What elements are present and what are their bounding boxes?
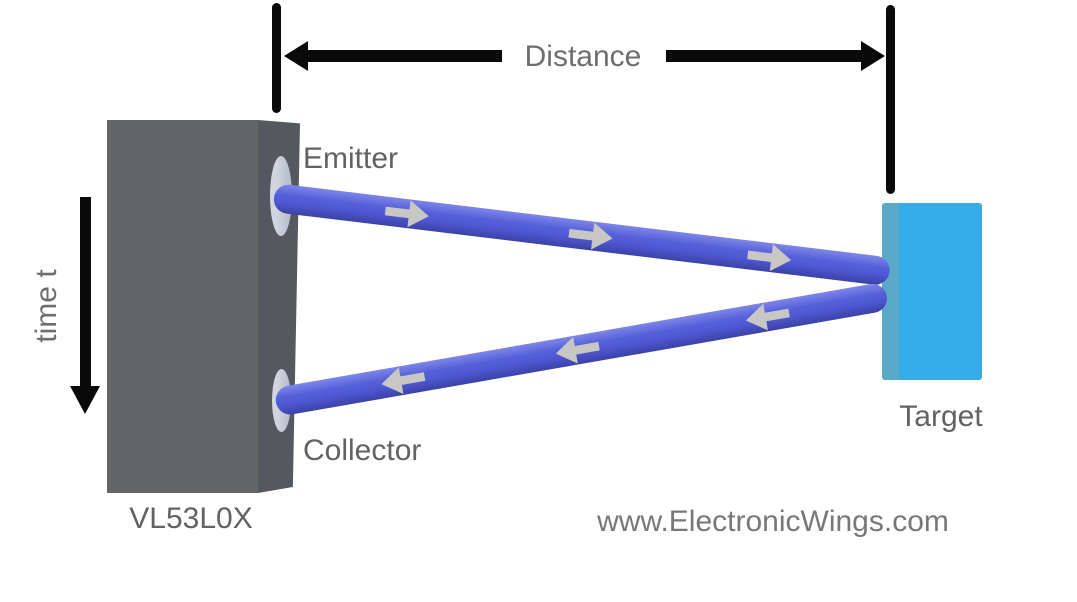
watermark-text: www.ElectronicWings.com: [597, 505, 949, 538]
distance-arrow-shaft-right: [666, 50, 861, 62]
target-edge: [882, 203, 899, 380]
emitter-label: Emitter: [303, 142, 399, 175]
distance-label: Distance: [524, 40, 642, 73]
beam-arrow-right-icon: [384, 198, 431, 230]
reflected-beam: [273, 281, 890, 417]
emitted-beam: [272, 183, 892, 287]
time-arrowhead-down-icon: [70, 386, 100, 414]
beam-arrow-left-icon: [553, 333, 601, 367]
target-block: [899, 203, 982, 380]
distance-arrow-shaft-left: [307, 50, 502, 62]
distance-arrowhead-right-icon: [861, 41, 885, 71]
beam-arrow-left-icon: [744, 300, 792, 334]
distance-tick-left: [272, 3, 281, 113]
distance-arrowhead-left-icon: [284, 41, 308, 71]
collector-label: Collector: [303, 434, 422, 467]
target-label: Target: [899, 400, 983, 433]
distance-tick-right: [886, 5, 895, 194]
time-label: time t: [30, 269, 63, 343]
time-arrow-shaft: [80, 197, 91, 386]
beam-arrow-left-icon: [379, 363, 427, 397]
beam-arrow-right-icon: [746, 241, 793, 273]
sensor-box-front: [107, 120, 258, 493]
sensor-name-label: VL53L0X: [129, 502, 253, 535]
beam-arrow-right-icon: [567, 220, 614, 252]
